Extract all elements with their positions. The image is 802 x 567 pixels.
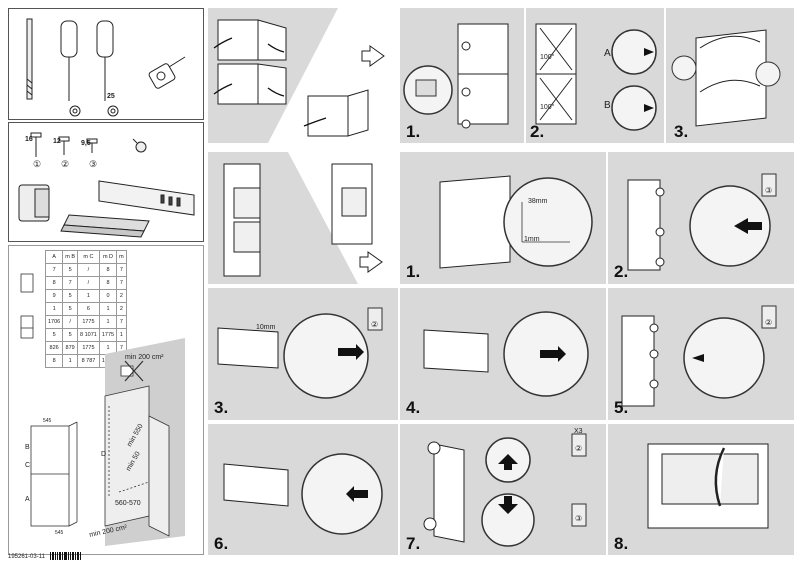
gap-dim-label: 38mm	[528, 198, 548, 205]
fixings-illustration	[18, 132, 195, 238]
door-step-1-drawing	[403, 23, 509, 129]
screw-number-2: ②	[61, 159, 70, 169]
installation-intro	[208, 152, 398, 284]
side-dim-a: A	[25, 496, 30, 503]
fixings-panel: 16 12 9,5 ① ② ③	[8, 122, 204, 242]
step-number: 4.	[406, 398, 421, 417]
door-step-2: 100° 100° A B 2.	[526, 8, 664, 143]
step-number: 1.	[406, 262, 421, 281]
screw-tag-3b: ③	[575, 514, 583, 523]
depth-small-label-2: 545	[55, 530, 64, 536]
install-step-7: X3 ② ③ 7.	[400, 424, 606, 555]
vent-top-label: min 200 cm²	[125, 354, 164, 361]
step-number: 7.	[406, 534, 421, 553]
width-label: 560-570	[115, 500, 141, 507]
side-dim-b: B	[25, 444, 30, 451]
screw-tag-2b: ②	[765, 318, 773, 327]
option-a-label: A	[604, 48, 611, 59]
niche-drawing	[20, 273, 185, 546]
install-step-3: 10mm ② 3.	[208, 288, 398, 420]
install-step-5-drawing	[621, 305, 777, 407]
step-number: 3.	[214, 398, 229, 417]
install-step-3-drawing	[217, 307, 383, 399]
door-reversal-intro	[208, 8, 398, 143]
depth-small-label: 545	[43, 418, 52, 424]
step-number: 2.	[614, 262, 629, 281]
door-step-1: 1.	[400, 8, 524, 143]
install-step-4: 4.	[400, 288, 606, 420]
flush-dim-label: 1mm	[524, 236, 540, 243]
tools-illustration	[26, 18, 186, 117]
screw-length-1: 16	[25, 136, 33, 143]
install-step-8-drawing	[647, 443, 769, 529]
step-number: 3.	[674, 122, 689, 141]
step-number: 5.	[614, 398, 629, 417]
step-number: 8.	[614, 534, 629, 553]
tools-panel: 25	[8, 8, 204, 120]
installation-illustration	[223, 152, 398, 284]
document-code: 195261-03-11	[8, 554, 45, 560]
offset-dim-label: 10mm	[256, 324, 276, 331]
barcode-icon	[50, 552, 81, 560]
screw-length-2: 12	[53, 138, 61, 145]
screw-number-3: ③	[89, 159, 98, 169]
install-step-2: ③ 2.	[608, 152, 794, 284]
door-reversal-illustration	[213, 8, 398, 143]
install-step-5: ② 5.	[608, 288, 794, 420]
screw-length-3: 9,5	[81, 140, 91, 147]
install-step-6-drawing	[223, 453, 383, 535]
hinge-angle-top: 100°	[540, 54, 555, 61]
door-step-3-drawing	[671, 29, 781, 127]
side-dim-c: C	[25, 462, 31, 469]
install-step-8: 8.	[608, 424, 794, 555]
screw-quantity-label: X3	[574, 428, 583, 435]
step-number: 2.	[530, 122, 545, 141]
step-number: 6.	[214, 534, 229, 553]
install-step-6: 6.	[208, 424, 398, 555]
install-step-2-drawing	[627, 173, 777, 271]
door-step-2-drawing	[535, 23, 657, 131]
step-number: 1.	[406, 122, 421, 141]
screw-tag-2a: ②	[371, 320, 379, 329]
option-b-label: B	[604, 100, 611, 111]
screw-number-1: ①	[33, 159, 42, 169]
install-step-1: 38mm 1mm 1.	[400, 152, 606, 284]
washer-size-label: 25	[107, 93, 115, 100]
install-step-7-drawing	[423, 433, 587, 547]
install-step-4-drawing	[423, 311, 589, 397]
door-step-3: 3.	[666, 8, 794, 143]
screw-tag-3: ③	[765, 186, 773, 195]
screw-tag-2c: ②	[575, 444, 583, 453]
install-step-1-drawing	[439, 175, 593, 269]
hinge-angle-bottom: 100°	[540, 104, 555, 111]
dim-d-label: D	[101, 451, 107, 458]
